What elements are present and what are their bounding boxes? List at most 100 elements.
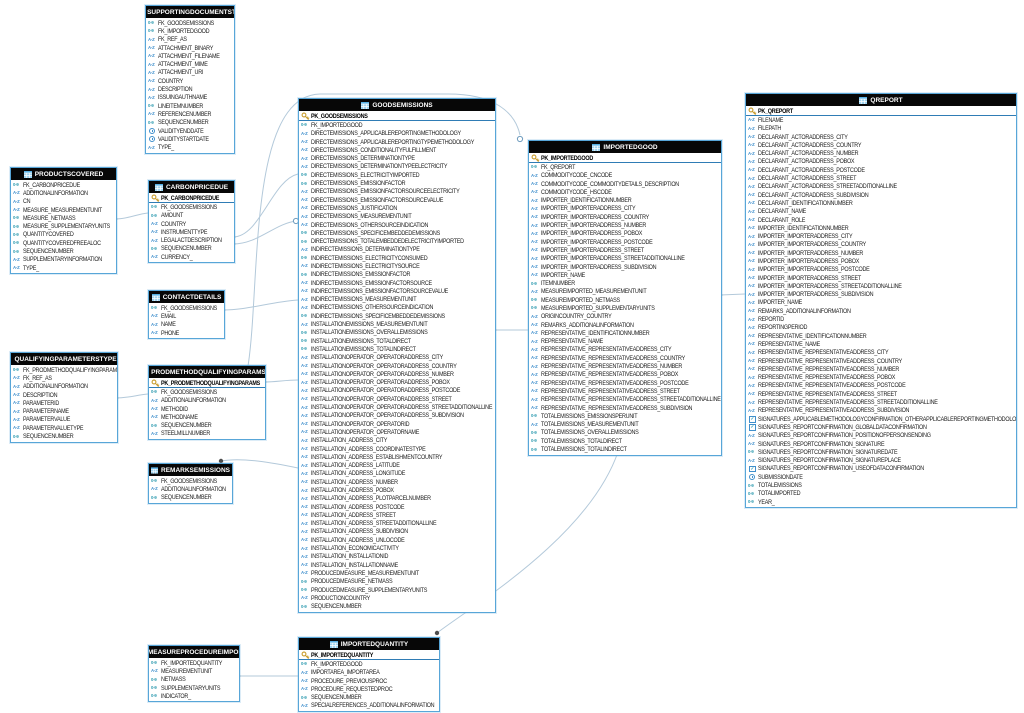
column-importer_importeraddress_number[interactable]: IMPORTER_IMPORTERADDRESS_NUMBER (529, 221, 721, 229)
column-fk_importedgood[interactable]: FK_IMPORTEDGOOD (146, 27, 234, 35)
column-measureimported_supplementaryunits[interactable]: MEASUREIMPORTED_SUPPLEMENTARYUNITS (529, 304, 721, 312)
pk-column-pk_importedgood[interactable]: PK_IMPORTEDGOOD (529, 154, 721, 164)
entity-table-prodmethodqualifyingparams[interactable]: PRODMETHODQUALIFYINGPARAMS PK_PRODMETHOD… (148, 365, 266, 441)
column-installation_address_pobox[interactable]: INSTALLATION_ADDRESS_POBOX (299, 486, 495, 494)
column-representative_representativeaddress_city[interactable]: REPRESENTATIVE_REPRESENTATIVEADDRESS_CIT… (529, 346, 721, 354)
column-sequencenumber[interactable]: SEQUENCENUMBER (149, 245, 234, 253)
column-declarant_name[interactable]: DECLARANT_NAME (746, 208, 1016, 216)
column-additionalinformation[interactable]: ADDITIONALINFORMATION (11, 189, 116, 197)
column-importer_identificationnumber[interactable]: IMPORTER_IDENTIFICATIONNUMBER (746, 224, 1016, 232)
column-representative_representativeaddress_pobox[interactable]: REPRESENTATIVE_REPRESENTATIVEADDRESS_POB… (529, 371, 721, 379)
column-installation_address_postcode[interactable]: INSTALLATION_ADDRESS_POSTCODE (299, 503, 495, 511)
column-representative_representativeaddress_country[interactable]: REPRESENTATIVE_REPRESENTATIVEADDRESS_COU… (529, 354, 721, 362)
entity-table-contactdetails[interactable]: CONTACTDETAILS FK_GOODSEMISSIONSEMAILNAM… (148, 290, 225, 340)
column-importer_importeraddress_street[interactable]: IMPORTER_IMPORTERADDRESS_STREET (746, 274, 1016, 282)
column-totalemissions_emissionsperunit[interactable]: TOTALEMISSIONS_EMISSIONSPERUNIT (529, 412, 721, 420)
column-representative_name[interactable]: REPRESENTATIVE_NAME (529, 338, 721, 346)
column-additionalinformation[interactable]: ADDITIONALINFORMATION (149, 485, 232, 493)
column-sequencenumber[interactable]: SEQUENCENUMBER (11, 432, 117, 440)
column-installationoperator_operatoraddress_streetadditionalline[interactable]: INSTALLATIONOPERATOR_OPERATORADDRESS_STR… (299, 403, 495, 411)
column-installation_address_street[interactable]: INSTALLATION_ADDRESS_STREET (299, 511, 495, 519)
column-attachment_filename[interactable]: ATTACHMENT_FILENAME (146, 52, 234, 60)
relationship-qualifyingparameterstype-to-prodmethodqualifyingparams[interactable] (115, 393, 149, 399)
column-referencenumber[interactable]: REFERENCENUMBER (146, 110, 234, 118)
column-directemissions_electricityimported[interactable]: DIRECTEMISSIONS_ELECTRICITYIMPORTED (299, 171, 495, 179)
column-representative_representativeaddress_country[interactable]: REPRESENTATIVE_REPRESENTATIVEADDRESS_COU… (746, 357, 1016, 365)
column-fk_goodsemissions[interactable]: FK_GOODSEMISSIONS (149, 304, 224, 312)
table-header[interactable]: IMPORTEDQUANTITY (299, 638, 439, 650)
column-quantitycovered[interactable]: QUANTITYCOVERED (11, 231, 116, 239)
column-declarant_actoraddress_country[interactable]: DECLARANT_ACTORADDRESS_COUNTRY (746, 141, 1016, 149)
column-installation_economicactivity[interactable]: INSTALLATION_ECONOMICACTIVITY (299, 544, 495, 552)
column-representative_representativeaddress_street[interactable]: REPRESENTATIVE_REPRESENTATIVEADDRESS_STR… (746, 390, 1016, 398)
entity-table-measureprocedureimpor[interactable]: MEASUREPROCEDUREIMPOR FK_IMPORTEDQUANTIT… (148, 645, 240, 703)
column-importer_importeraddress_country[interactable]: IMPORTER_IMPORTERADDRESS_COUNTRY (529, 213, 721, 221)
column-reportid[interactable]: REPORTID (746, 315, 1016, 323)
column-directemissions_determinationtype[interactable]: DIRECTEMISSIONS_DETERMINATIONTYPE (299, 154, 495, 162)
pk-column-pk_prodmethodqualifyingparams[interactable]: PK_PRODMETHODQUALIFYINGPARAMS (149, 379, 265, 389)
table-header[interactable]: CARBONPRICEDUE (149, 181, 234, 193)
column-sequencenumber[interactable]: SEQUENCENUMBER (299, 693, 439, 701)
column-indirectemissions_electricityconsumed[interactable]: INDIRECTEMISSIONS_ELECTRICITYCONSUMED (299, 254, 495, 262)
column-totalemissions_totaldirect[interactable]: TOTALEMISSIONS_TOTALDIRECT (529, 437, 721, 445)
column-installationoperator_operatoraddress_number[interactable]: INSTALLATIONOPERATOR_OPERATORADDRESS_NUM… (299, 370, 495, 378)
column-indirectemissions_emissionfactorsource[interactable]: INDIRECTEMISSIONS_EMISSIONFACTORSOURCE (299, 279, 495, 287)
column-installationoperator_operatoraddress_street[interactable]: INSTALLATIONOPERATOR_OPERATORADDRESS_STR… (299, 395, 495, 403)
column-installation_installationname[interactable]: INSTALLATION_INSTALLATIONNAME (299, 561, 495, 569)
column-importer_importeraddress_postcode[interactable]: IMPORTER_IMPORTERADDRESS_POSTCODE (746, 266, 1016, 274)
column-amount[interactable]: AMOUNT (149, 212, 234, 220)
column-installation_address_coordinatestype[interactable]: INSTALLATION_ADDRESS_COORDINATESTYPE (299, 445, 495, 453)
column-submissiondate[interactable]: SUBMISSIONDATE (746, 473, 1016, 481)
column-fk_importedgood[interactable]: FK_IMPORTEDGOOD (299, 660, 439, 668)
column-importer_importeraddress_country[interactable]: IMPORTER_IMPORTERADDRESS_COUNTRY (746, 241, 1016, 249)
column-signatures_reportconfirmation_signaturedate[interactable]: SIGNATURES_REPORTCONFIRMATION_SIGNATURED… (746, 448, 1016, 456)
column-signatures_reportconfirmation_signatureplace[interactable]: SIGNATURES_REPORTCONFIRMATION_SIGNATUREP… (746, 456, 1016, 464)
column-origincountry_country[interactable]: ORIGINCOUNTRY_COUNTRY (529, 313, 721, 321)
column-installationoperator_operatoraddress_city[interactable]: INSTALLATIONOPERATOR_OPERATORADDRESS_CIT… (299, 354, 495, 362)
column-installationoperator_operatoraddress_postcode[interactable]: INSTALLATIONOPERATOR_OPERATORADDRESS_POS… (299, 387, 495, 395)
column-totalemissions[interactable]: TOTALEMISSIONS (746, 481, 1016, 489)
column-representative_representativeaddress_streetadditionalline[interactable]: REPRESENTATIVE_REPRESENTATIVEADDRESS_STR… (529, 396, 721, 404)
column-instrumenttype[interactable]: INSTRUMENTTYPE (149, 228, 234, 236)
column-indirectemissions_emissionfactor[interactable]: INDIRECTEMISSIONS_EMISSIONFACTOR (299, 271, 495, 279)
entity-table-carbonpricedue[interactable]: CARBONPRICEDUE PK_CARBONPRICEDUEFK_GOODS… (148, 180, 235, 264)
relationship-prodmethodqualifyingparams-to-goodsemissions[interactable] (263, 379, 299, 383)
column-representative_representativeaddress_postcode[interactable]: REPRESENTATIVE_REPRESENTATIVEADDRESS_POS… (529, 379, 721, 387)
column-importer_importeraddress_city[interactable]: IMPORTER_IMPORTERADDRESS_CITY (746, 232, 1016, 240)
column-representative_representativeaddress_street[interactable]: REPRESENTATIVE_REPRESENTATIVEADDRESS_STR… (529, 387, 721, 395)
column-importer_importeraddress_subdivision[interactable]: IMPORTER_IMPORTERADDRESS_SUBDIVISION (746, 291, 1016, 299)
pk-column-pk_goodsemissions[interactable]: PK_GOODSEMISSIONS (299, 112, 495, 122)
column-methodname[interactable]: METHODNAME (149, 413, 265, 421)
column-sequencenumber[interactable]: SEQUENCENUMBER (299, 603, 495, 611)
column-installation_address_number[interactable]: INSTALLATION_ADDRESS_NUMBER (299, 478, 495, 486)
column-indicator_[interactable]: INDICATOR_ (149, 692, 239, 700)
column-representative_representativeaddress_pobox[interactable]: REPRESENTATIVE_REPRESENTATIVEADDRESS_POB… (746, 374, 1016, 382)
column-representative_identificationnumber[interactable]: REPRESENTATIVE_IDENTIFICATIONNUMBER (529, 329, 721, 337)
column-representative_representativeaddress_city[interactable]: REPRESENTATIVE_REPRESENTATIVEADDRESS_CIT… (746, 349, 1016, 357)
column-quantitycoveredfreealoc[interactable]: QUANTITYCOVEREDFREEALOC (11, 239, 116, 247)
column-directemissions_measurementunit[interactable]: DIRECTEMISSIONS_MEASUREMENTUNIT (299, 213, 495, 221)
column-legalactdescription[interactable]: LEGALACTDESCRIPTION (149, 236, 234, 244)
column-type_[interactable]: TYPE_ (146, 143, 234, 151)
column-indirectemissions_electricitysource[interactable]: INDIRECTEMISSIONS_ELECTRICITYSOURCE (299, 262, 495, 270)
column-attachment_mime[interactable]: ATTACHMENT_MIME (146, 60, 234, 68)
column-sequencenumber[interactable]: SEQUENCENUMBER (146, 119, 234, 127)
column-installation_address_plotparcelnumber[interactable]: INSTALLATION_ADDRESS_PLOTPARCELNUMBER (299, 495, 495, 503)
column-signatures_reportconfirmation_useofdataconfirmation[interactable]: SIGNATURES_REPORTCONFIRMATION_USEOFDATAC… (746, 465, 1016, 473)
column-installation_address_city[interactable]: INSTALLATION_ADDRESS_CITY (299, 437, 495, 445)
entity-table-supportingdocumentst[interactable]: SUPPORTINGDOCUMENTST FK_GOODSEMISSIONSFK… (145, 5, 235, 154)
column-declarant_actoraddress_city[interactable]: DECLARANT_ACTORADDRESS_CITY (746, 133, 1016, 141)
column-directemissions_applicablereportingmethodology[interactable]: DIRECTEMISSIONS_APPLICABLEREPORTINGMETHO… (299, 130, 495, 138)
column-producedmeasure_measurementunit[interactable]: PRODUCEDMEASURE_MEASUREMENTUNIT (299, 569, 495, 577)
column-currency_[interactable]: CURRENCY_ (149, 253, 234, 261)
column-parametervaluetype[interactable]: PARAMETERVALUETYPE (11, 424, 117, 432)
column-producedmeasure_netmass[interactable]: PRODUCEDMEASURE_NETMASS (299, 578, 495, 586)
column-sequencenumber[interactable]: SEQUENCENUMBER (149, 494, 232, 502)
column-phone[interactable]: PHONE (149, 329, 224, 337)
column-procedure_requestedproc[interactable]: PROCEDURE_REQUESTEDPROC (299, 685, 439, 693)
entity-table-importedquantity[interactable]: IMPORTEDQUANTITY PK_IMPORTEDQUANTITYFK_I… (298, 637, 440, 713)
table-header[interactable]: IMPORTEDGOOD (529, 141, 721, 153)
column-installation_address_longitude[interactable]: INSTALLATION_ADDRESS_LONGITUDE (299, 470, 495, 478)
column-representative_representativeaddress_number[interactable]: REPRESENTATIVE_REPRESENTATIVEADDRESS_NUM… (746, 365, 1016, 373)
column-installationoperator_operatorname[interactable]: INSTALLATIONOPERATOR_OPERATORNAME (299, 428, 495, 436)
